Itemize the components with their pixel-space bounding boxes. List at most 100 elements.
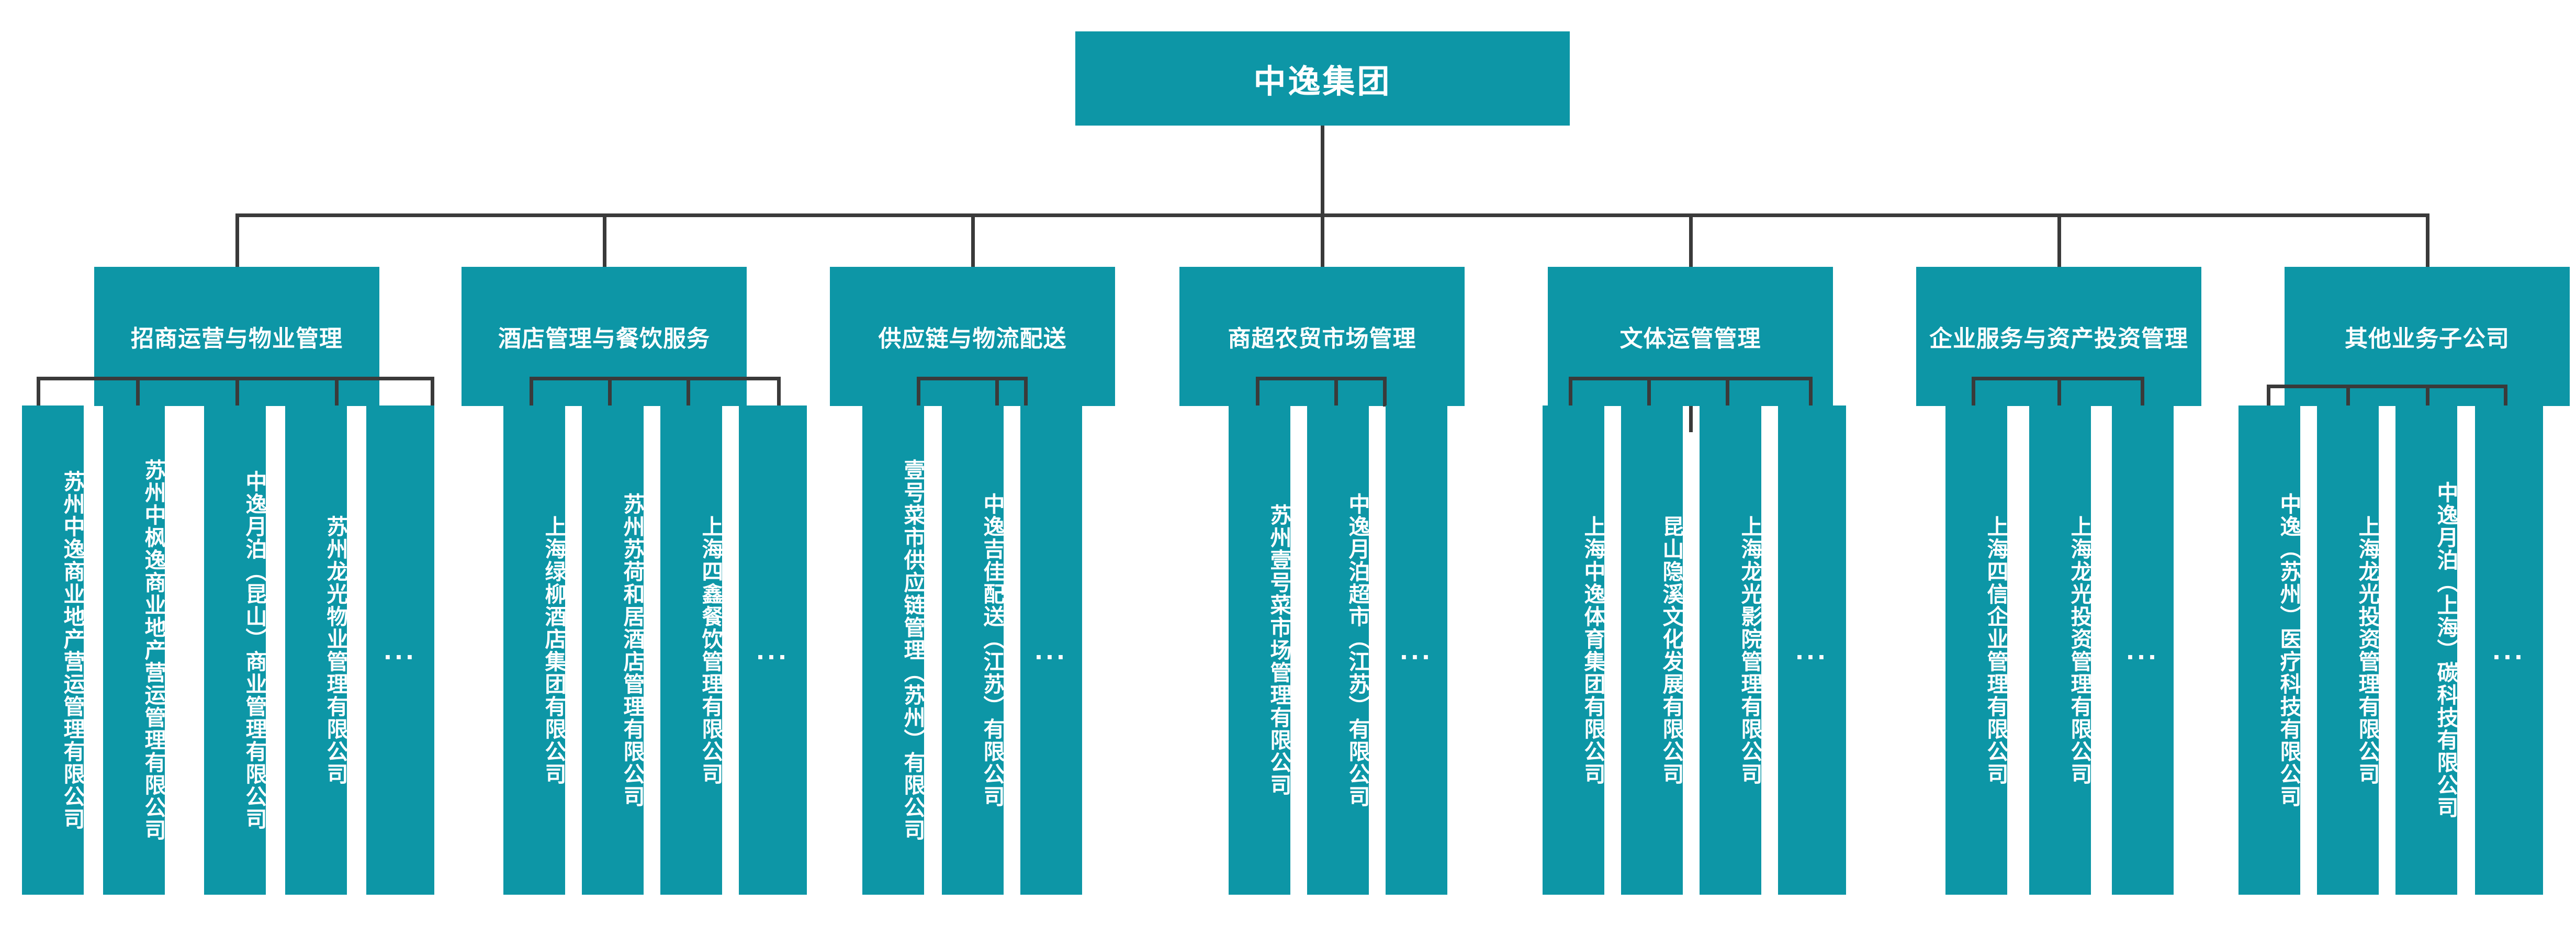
- leaf-label-g3-1: 壹号菜市供应链管理（苏州）有限公司: [901, 459, 925, 841]
- leaf-label-g4-1: 苏州壹号菜市场管理有限公司: [1267, 504, 1291, 796]
- leaf-node-g1-3[interactable]: 中逸月泊（昆山）商业管理有限公司: [204, 405, 266, 895]
- division-node-5[interactable]: 文体运管管理: [1548, 267, 1833, 406]
- connector-drop-g1-c5: [431, 377, 434, 407]
- connector-drop-g4-c2: [1334, 377, 1338, 407]
- connector-drop-g7-c2: [2346, 385, 2350, 407]
- leaf-label-g5-3: 上海龙光影院管理有限公司: [1738, 515, 1762, 785]
- leaf-node-g5-3[interactable]: 上海龙光影院管理有限公司: [1700, 405, 1762, 895]
- connector-drop-g7-c4: [2504, 385, 2507, 407]
- connector-drop-g5-c3: [1726, 377, 1729, 407]
- connector-drop-division-3: [971, 213, 975, 268]
- leaf-node-g5-2[interactable]: 昆山隐溪文化发展有限公司: [1621, 405, 1683, 895]
- connector-drop-g2-c3: [687, 377, 690, 407]
- leaf-label-g2-more: ...: [756, 634, 790, 666]
- connector-main-bus: [235, 213, 2428, 217]
- connector-drop-g1-c2: [136, 377, 140, 407]
- connector-drop-division-7: [2426, 213, 2429, 268]
- connector-drop-g6-c1: [1972, 377, 1975, 407]
- leaf-node-g6-1[interactable]: 上海四信企业管理有限公司: [1945, 405, 2008, 895]
- connector-drop-g4-c3: [1383, 377, 1387, 407]
- connector-drop-g1-c1: [37, 377, 40, 407]
- connector-drop-g7-c3: [2426, 385, 2429, 407]
- leaf-node-g4-more[interactable]: ...: [1386, 405, 1447, 895]
- division-label-2: 酒店管理与餐饮服务: [498, 326, 710, 352]
- connector-drop-g5-c2: [1647, 377, 1651, 407]
- leaf-node-g1-more[interactable]: ...: [366, 405, 434, 895]
- connector-drop-g4-c1: [1256, 377, 1259, 407]
- leaf-node-g7-3[interactable]: 中逸月泊（上海）碳科技有限公司: [2395, 405, 2458, 895]
- connector-drop-g1-c3: [235, 377, 239, 407]
- connector-bus-group-3: [917, 377, 1028, 380]
- division-label-4: 商超农贸市场管理: [1228, 326, 1416, 352]
- leaf-node-g6-2[interactable]: 上海龙光投资管理有限公司: [2029, 405, 2091, 895]
- connector-bus-group-5: [1569, 377, 1813, 380]
- leaf-label-g5-2: 昆山隐溪文化发展有限公司: [1659, 515, 1683, 785]
- root-node-label: 中逸集团: [1253, 64, 1392, 100]
- leaf-label-g1-2: 苏州中枫逸商业地产营运管理有限公司: [141, 459, 165, 841]
- leaf-node-g3-2[interactable]: 中逸吉佳配送（江苏）有限公司: [942, 405, 1004, 895]
- leaf-label-g7-2: 上海龙光投资管理有限公司: [2355, 515, 2379, 785]
- connector-drop-division-1: [235, 213, 239, 268]
- leaf-label-g1-more: ...: [384, 634, 417, 666]
- leaf-node-g7-more[interactable]: ...: [2475, 405, 2543, 895]
- division-label-7: 其他业务子公司: [2345, 326, 2510, 352]
- leaf-node-g3-more[interactable]: ...: [1020, 405, 1082, 895]
- leaf-node-g2-2[interactable]: 苏州苏荷和居酒店管理有限公司: [582, 405, 644, 895]
- leaf-label-g5-1: 上海中逸体育集团有限公司: [1581, 515, 1605, 785]
- connector-drop-division-5: [1689, 213, 1693, 268]
- leaf-node-g6-more[interactable]: ...: [2112, 405, 2174, 895]
- leaf-label-g3-2: 中逸吉佳配送（江苏）有限公司: [980, 492, 1004, 808]
- connector-drop-g2-c1: [530, 377, 533, 407]
- connector-drop-g3-c2: [995, 377, 999, 407]
- division-label-6: 企业服务与资产投资管理: [1929, 326, 2188, 352]
- connector-drop-g3-c3: [1024, 377, 1028, 407]
- leaf-node-g4-2[interactable]: 中逸月泊超市（江苏）有限公司: [1307, 405, 1369, 895]
- connector-drop-division-2: [603, 213, 606, 268]
- leaf-label-g5-more: ...: [1795, 634, 1829, 666]
- connector-drop-division-4: [1321, 213, 1324, 268]
- division-node-4[interactable]: 商超农贸市场管理: [1179, 267, 1465, 406]
- leaf-label-g7-3: 中逸月泊（上海）碳科技有限公司: [2434, 481, 2458, 819]
- connector-drop-g7-c1: [2267, 385, 2270, 407]
- leaf-node-g2-3[interactable]: 上海四鑫餐饮管理有限公司: [660, 405, 723, 895]
- leaf-node-g3-1[interactable]: 壹号菜市供应链管理（苏州）有限公司: [862, 405, 925, 895]
- division-label-5: 文体运管管理: [1619, 326, 1761, 352]
- division-node-3[interactable]: 供应链与物流配送: [830, 267, 1115, 406]
- connector-bus-group-2: [530, 377, 781, 380]
- leaf-label-g4-more: ...: [1400, 634, 1433, 666]
- connector-root-stem: [1321, 126, 1324, 216]
- connector-drop-division-6: [2057, 213, 2061, 268]
- connector-stem-group-5: [1689, 406, 1693, 432]
- leaf-node-g5-1[interactable]: 上海中逸体育集团有限公司: [1543, 405, 1605, 895]
- division-node-2[interactable]: 酒店管理与餐饮服务: [462, 267, 747, 406]
- leaf-node-g7-1[interactable]: 中逸（苏州）医疗科技有限公司: [2238, 405, 2301, 895]
- connector-drop-g6-c2: [2057, 377, 2061, 407]
- leaf-label-g6-2: 上海龙光投资管理有限公司: [2067, 515, 2091, 785]
- connector-bus-group-7: [2267, 385, 2507, 388]
- leaf-node-g2-1[interactable]: 上海绿柳酒店集团有限公司: [503, 405, 566, 895]
- leaf-node-g1-4[interactable]: 苏州龙光物业管理有限公司: [285, 405, 347, 895]
- leaf-node-g7-2[interactable]: 上海龙光投资管理有限公司: [2317, 405, 2379, 895]
- leaf-label-g3-more: ...: [1034, 634, 1068, 666]
- leaf-label-g7-1: 中逸（苏州）医疗科技有限公司: [2277, 492, 2301, 808]
- leaf-node-g1-1[interactable]: 苏州中逸商业地产营运管理有限公司: [22, 405, 84, 895]
- leaf-node-g4-1[interactable]: 苏州壹号菜市场管理有限公司: [1229, 405, 1291, 895]
- leaf-label-g1-3: 中逸月泊（昆山）商业管理有限公司: [242, 470, 266, 830]
- connector-drop-g5-c4: [1809, 377, 1813, 407]
- connector-drop-g2-c4: [777, 377, 781, 407]
- division-node-7[interactable]: 其他业务子公司: [2285, 267, 2570, 406]
- connector-drop-g5-c1: [1569, 377, 1572, 407]
- leaf-node-g2-more[interactable]: ...: [739, 405, 807, 895]
- division-label-3: 供应链与物流配送: [878, 326, 1067, 352]
- connector-drop-g6-c3: [2141, 377, 2144, 407]
- leaf-label-g2-1: 上海绿柳酒店集团有限公司: [542, 515, 566, 785]
- connector-drop-g3-c1: [917, 377, 920, 407]
- connector-drop-g1-c4: [335, 377, 339, 407]
- leaf-node-g1-2[interactable]: 苏州中枫逸商业地产营运管理有限公司: [103, 405, 165, 895]
- leaf-label-g1-4: 苏州龙光物业管理有限公司: [323, 515, 347, 785]
- leaf-node-g5-more[interactable]: ...: [1778, 405, 1846, 895]
- root-node-zhongyi-group[interactable]: 中逸集团: [1075, 31, 1570, 126]
- leaf-label-g6-more: ...: [2126, 634, 2159, 666]
- connector-bus-group-4: [1256, 377, 1387, 380]
